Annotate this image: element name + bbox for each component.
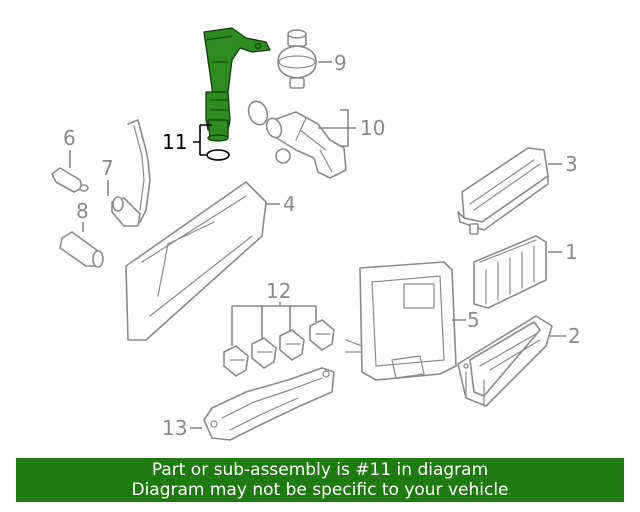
callout-11[interactable]: 11 [162,130,187,154]
part-6-sensor[interactable] [51,167,89,193]
part-4-cover-plate[interactable] [125,181,267,341]
banner-line-1: Part or sub-assembly is #11 in diagram [151,460,489,480]
callout-5[interactable]: 5 [467,308,480,332]
part-11-o-ring[interactable] [206,149,230,161]
part-8-sleeve[interactable] [59,231,104,268]
callout-2[interactable]: 2 [568,324,581,348]
callout-9[interactable]: 9 [334,51,347,75]
part-1-fuse-block[interactable] [469,223,547,309]
callout-8[interactable]: 8 [76,199,89,223]
part-9-pressure-switch[interactable] [277,29,317,89]
callout-11-leader [193,124,212,156]
part-13-bracket[interactable] [203,367,335,441]
parts-diagram: 11 9 10 6 7 8 [51,27,581,441]
callout-4[interactable]: 4 [283,192,296,216]
part-11-highlighted-sensor[interactable] [203,27,271,142]
part-12-coil-3[interactable] [279,329,305,361]
callout-6[interactable]: 6 [63,126,76,150]
part-10-sensor[interactable] [245,99,347,179]
callout-12-leader [231,302,317,346]
callout-10[interactable]: 10 [360,116,385,140]
part-5-control-module[interactable] [345,261,457,381]
part-7-harness[interactable] [111,119,151,227]
info-banner: Part or sub-assembly is #11 in diagram D… [16,458,624,502]
banner-line-2: Diagram may not be specific to your vehi… [131,480,509,500]
part-12-coil-2[interactable] [251,337,277,369]
callout-10-leader [318,109,356,147]
part-2-tray[interactable] [457,315,553,407]
callout-3[interactable]: 3 [565,152,578,176]
callout-13[interactable]: 13 [162,416,187,440]
part-12-coil-4[interactable] [309,319,335,351]
callout-1[interactable]: 1 [565,240,578,264]
callout-7[interactable]: 7 [101,156,114,180]
part-3-cover[interactable] [457,147,549,231]
callout-12[interactable]: 12 [266,279,291,303]
part-12-coil-1[interactable] [223,345,249,377]
